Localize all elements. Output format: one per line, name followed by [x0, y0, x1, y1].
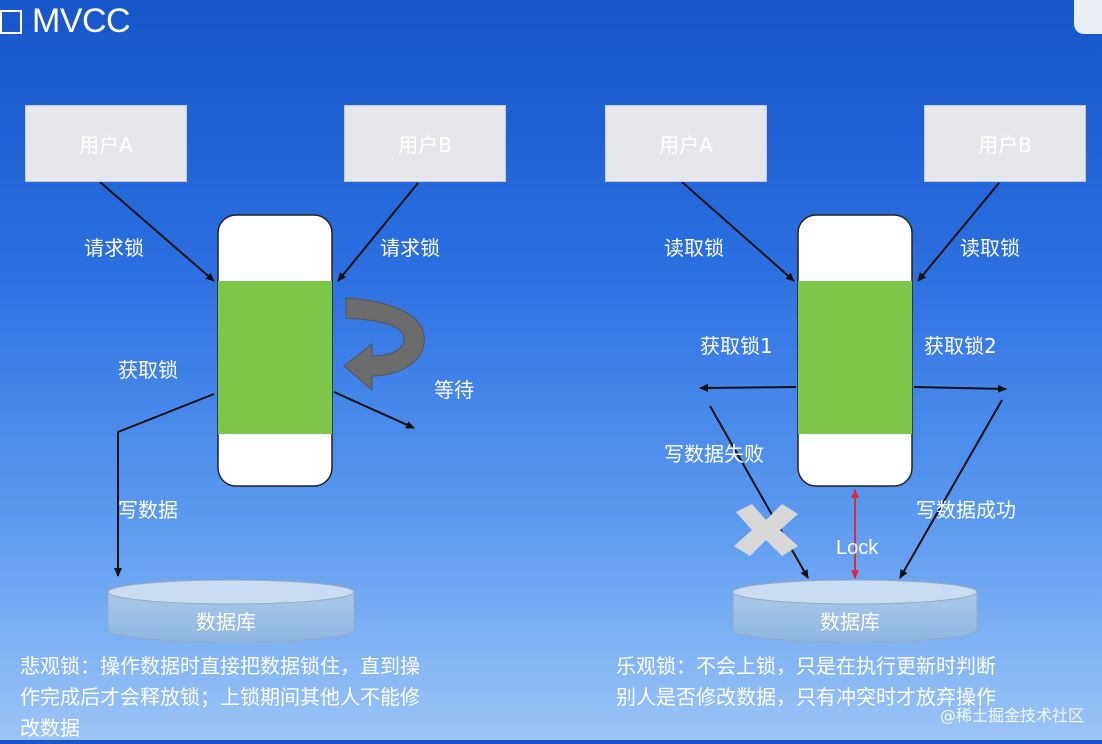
left-database-cylinder [107, 579, 355, 643]
left-arrow-request-b [337, 182, 419, 282]
wait-curve-icon [343, 297, 425, 392]
left-arrow-request-a [99, 181, 215, 282]
left-user-a-box: 用户A [25, 105, 187, 182]
right-write-success: 写数据成功 [916, 498, 1016, 522]
right-caption: 乐观锁：不会上锁，只是在执行更新时判断 别人是否修改数据，只有冲突时才放弃操作 [616, 651, 1086, 713]
right-arrow-acquire-2 [913, 384, 1007, 393]
left-wait: 等待 [434, 378, 474, 402]
right-read-lock-a: 读取锁 [664, 236, 724, 260]
right-caption-line2: 别人是否修改数据，只有冲突时才放弃操作 [616, 685, 996, 709]
right-acquire-lock-1: 获取锁1 [700, 334, 773, 358]
right-user-a-label: 用户A [659, 133, 713, 157]
right-caption-line1: 乐观锁：不会上锁，只是在执行更新时判断 [616, 654, 996, 678]
left-acquire-lock: 获取锁 [118, 358, 178, 382]
left-write-data: 写数据 [118, 498, 178, 522]
left-arrow-wait [333, 391, 415, 429]
right-acquire-lock-2: 获取锁2 [924, 334, 997, 358]
left-caption-line1: 悲观锁：操作数据时直接把数据锁住，直到操 [20, 654, 420, 678]
left-caption: 悲观锁：操作数据时直接把数据锁住，直到操 作完成后才会释放锁；上锁期间其他人不能… [20, 651, 500, 744]
right-database-cylinder [732, 579, 978, 643]
left-caption-line2: 作完成后才会释放锁；上锁期间其他人不能修 [20, 685, 420, 709]
left-user-a-label: 用户A [79, 133, 133, 157]
left-lock-column [217, 214, 333, 487]
fail-x-icon [734, 504, 798, 556]
left-caption-line3: 改数据 [20, 716, 80, 740]
left-database-label: 数据库 [196, 610, 256, 634]
left-request-lock-a: 请求锁 [84, 236, 144, 260]
right-user-b-box: 用户B [924, 105, 1086, 182]
right-lock-column [797, 214, 913, 487]
page-title-text: MVCC [32, 2, 131, 40]
right-arrow-read-b [917, 182, 1000, 282]
right-read-lock-b: 读取锁 [960, 236, 1020, 260]
right-user-b-label: 用户B [978, 133, 1032, 157]
checkbox-icon [0, 9, 22, 34]
watermark: @稀土掘金技术社区 [939, 706, 1084, 725]
left-request-lock-b: 请求锁 [380, 236, 440, 260]
right-arrow-write-fail [709, 405, 809, 579]
right-lock-label: Lock [836, 537, 879, 559]
right-write-fail: 写数据失败 [664, 442, 764, 466]
corner-tab [1074, 0, 1102, 34]
left-arrow-write [114, 393, 215, 577]
right-database-label: 数据库 [820, 610, 880, 634]
page-title: MVCC [0, 2, 131, 41]
left-user-b-label: 用户B [398, 133, 452, 157]
right-arrow-acquire-1 [699, 383, 797, 392]
right-user-a-box: 用户A [605, 105, 767, 182]
right-arrow-write-success [899, 399, 1003, 579]
right-arrow-read-a [681, 181, 795, 282]
left-user-b-box: 用户B [344, 105, 506, 182]
